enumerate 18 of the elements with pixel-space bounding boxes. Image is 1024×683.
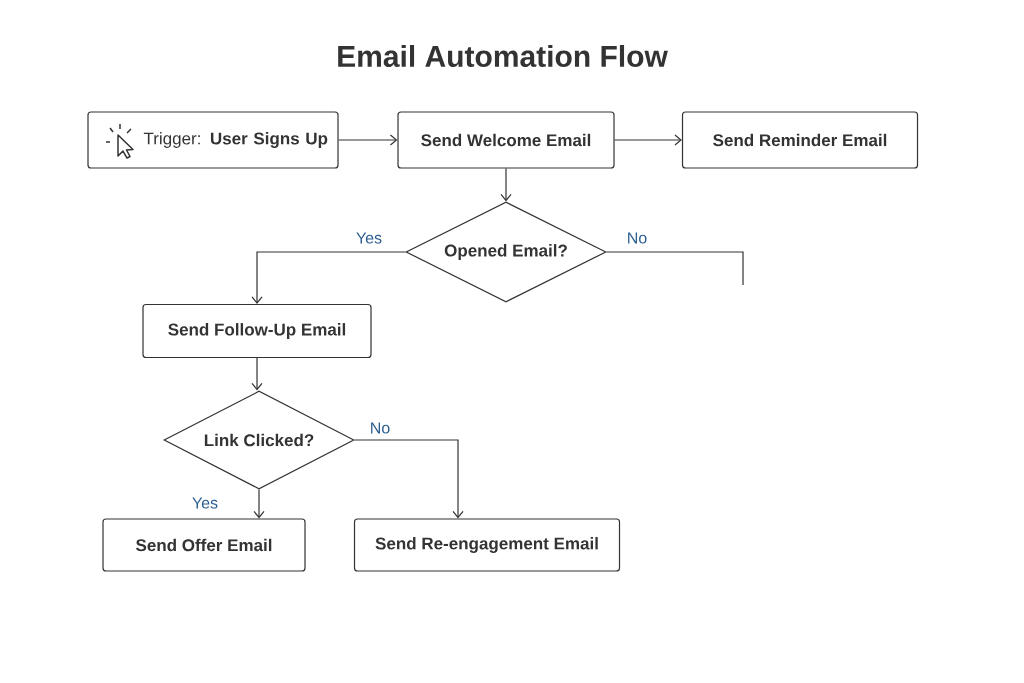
trigger-box: Trigger: User Signs Up xyxy=(87,111,339,169)
arrow xyxy=(251,251,406,304)
arrow xyxy=(338,134,398,146)
process-box: Send Re-engagement Email xyxy=(353,518,621,572)
edge-label: Yes xyxy=(190,496,220,510)
arrow xyxy=(614,134,682,146)
edge-label: No xyxy=(368,421,392,435)
edge-label: No xyxy=(625,231,649,245)
arrow xyxy=(500,168,512,202)
arrow xyxy=(251,357,263,391)
process-box: Send Follow-Up Email xyxy=(142,303,372,359)
arrow xyxy=(354,439,464,519)
edge-label: Yes xyxy=(354,231,384,245)
process-box: Send Welcome Email xyxy=(397,111,615,169)
arrow xyxy=(253,489,265,519)
process-box: Send Offer Email xyxy=(102,518,306,572)
title: Email Automation Flow xyxy=(338,45,668,67)
process-box: Send Reminder Email xyxy=(681,111,919,169)
